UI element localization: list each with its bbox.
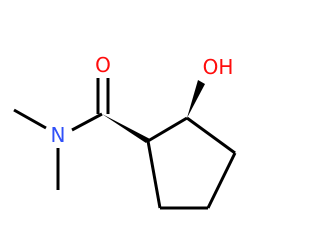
wedge-bond-carbonyl <box>102 114 150 143</box>
hydroxyl-label: OH <box>203 55 234 79</box>
ring-bond-c3-c4 <box>206 152 237 209</box>
ring-bond-c5-c1 <box>146 140 162 209</box>
ring-bond-c1-c2 <box>147 116 188 143</box>
wedge-bond-hydroxyl <box>187 80 205 118</box>
nitrogen-label: N <box>51 123 66 147</box>
ring-bond-c2-c3 <box>186 116 236 155</box>
oxygen-label: O <box>95 53 111 77</box>
structure-diagram: O OH N <box>13 53 237 210</box>
amide-c-n-bond <box>71 112 103 132</box>
n-methyl-bond-left <box>13 108 47 130</box>
